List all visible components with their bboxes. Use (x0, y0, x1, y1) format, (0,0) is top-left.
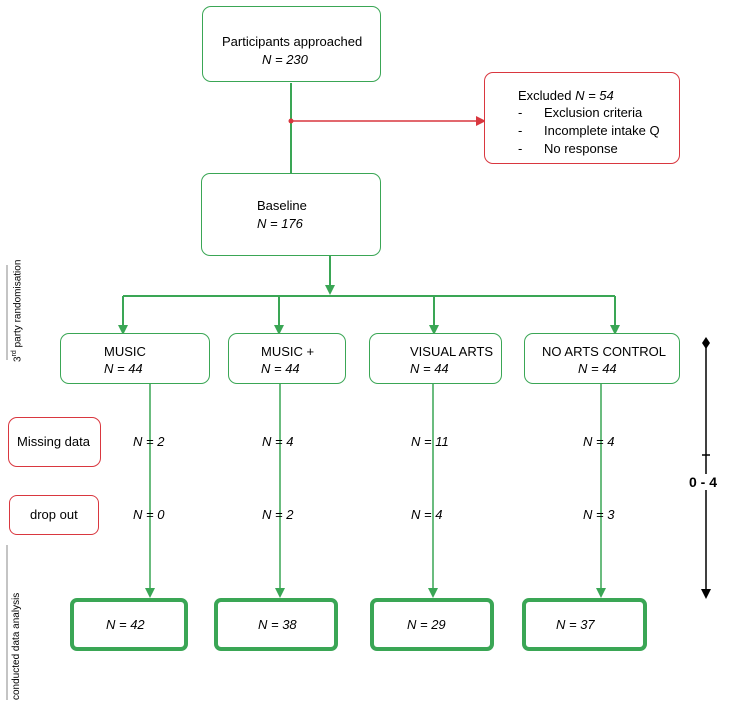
excluded-reason-text: Exclusion criteria (544, 105, 643, 120)
baseline-title: Baseline (257, 198, 307, 213)
excluded-count: N = 54 (575, 88, 614, 103)
excluded-reason: - Exclusion criteria (518, 105, 642, 120)
group-count: N = 44 (578, 361, 617, 376)
dropout-value: N = 4 (411, 507, 443, 522)
dropout-value: N = 3 (583, 507, 615, 522)
group-count: N = 44 (261, 361, 300, 376)
dropout-label: drop out (30, 507, 78, 522)
final-box-music-plus (214, 598, 338, 651)
group-name: MUSIC (104, 344, 146, 359)
final-count: N = 38 (258, 617, 297, 632)
missing-value: N = 11 (411, 434, 449, 449)
missing-data-box (8, 417, 101, 467)
timeline-start-marker (702, 337, 710, 349)
group-count: N = 44 (410, 361, 449, 376)
final-box-no-arts-control (522, 598, 647, 651)
final-count: N = 42 (106, 617, 145, 632)
bullet-dash: - (518, 123, 523, 138)
group-box-music-plus (228, 333, 346, 384)
excluded-box (484, 72, 680, 164)
dropout-value: N = 0 (133, 507, 165, 522)
group-name: VISUAL ARTS (410, 344, 494, 359)
group-name: NO ARTS CONTROL (542, 344, 667, 359)
excluded-reason: - Incomplete intake Q (518, 123, 660, 138)
group-name: MUSIC + (261, 344, 315, 359)
approached-box (202, 6, 381, 82)
bullet-dash: - (518, 141, 523, 156)
excluded-prefix: Excluded (518, 88, 576, 103)
missing-value: N = 2 (133, 434, 165, 449)
missing-value: N = 4 (583, 434, 615, 449)
excluded-reason: - No response (518, 141, 618, 156)
approached-count: N = 230 (262, 52, 308, 67)
bullet-dash: - (518, 105, 523, 120)
approached-title: Participants approached (222, 34, 363, 49)
final-box-music (70, 598, 188, 651)
final-count: N = 29 (407, 617, 446, 632)
group-count: N = 44 (104, 361, 143, 376)
group-box-music (60, 333, 210, 384)
final-box-visual-arts (370, 598, 494, 651)
excluded-heading: Excluded N = 54 (518, 88, 614, 103)
analysis-label: conducted data analysis (11, 592, 22, 700)
final-count: N = 37 (556, 617, 595, 632)
group-box-no-arts-control (524, 333, 680, 384)
randomisation-label: 3rd party randomisation (11, 259, 24, 362)
baseline-box (201, 173, 381, 256)
timeline-label: 0 - 4 (688, 474, 719, 490)
excluded-reason-text: Incomplete intake Q (544, 123, 660, 138)
group-box-visual-arts (369, 333, 502, 384)
baseline-count: N = 176 (257, 216, 303, 231)
branch-point (288, 118, 294, 124)
excluded-reason-text: No response (544, 141, 618, 156)
missing-data-label: Missing data (17, 434, 90, 449)
dropout-box (9, 495, 99, 535)
missing-value: N = 4 (262, 434, 294, 449)
dropout-value: N = 2 (262, 507, 294, 522)
